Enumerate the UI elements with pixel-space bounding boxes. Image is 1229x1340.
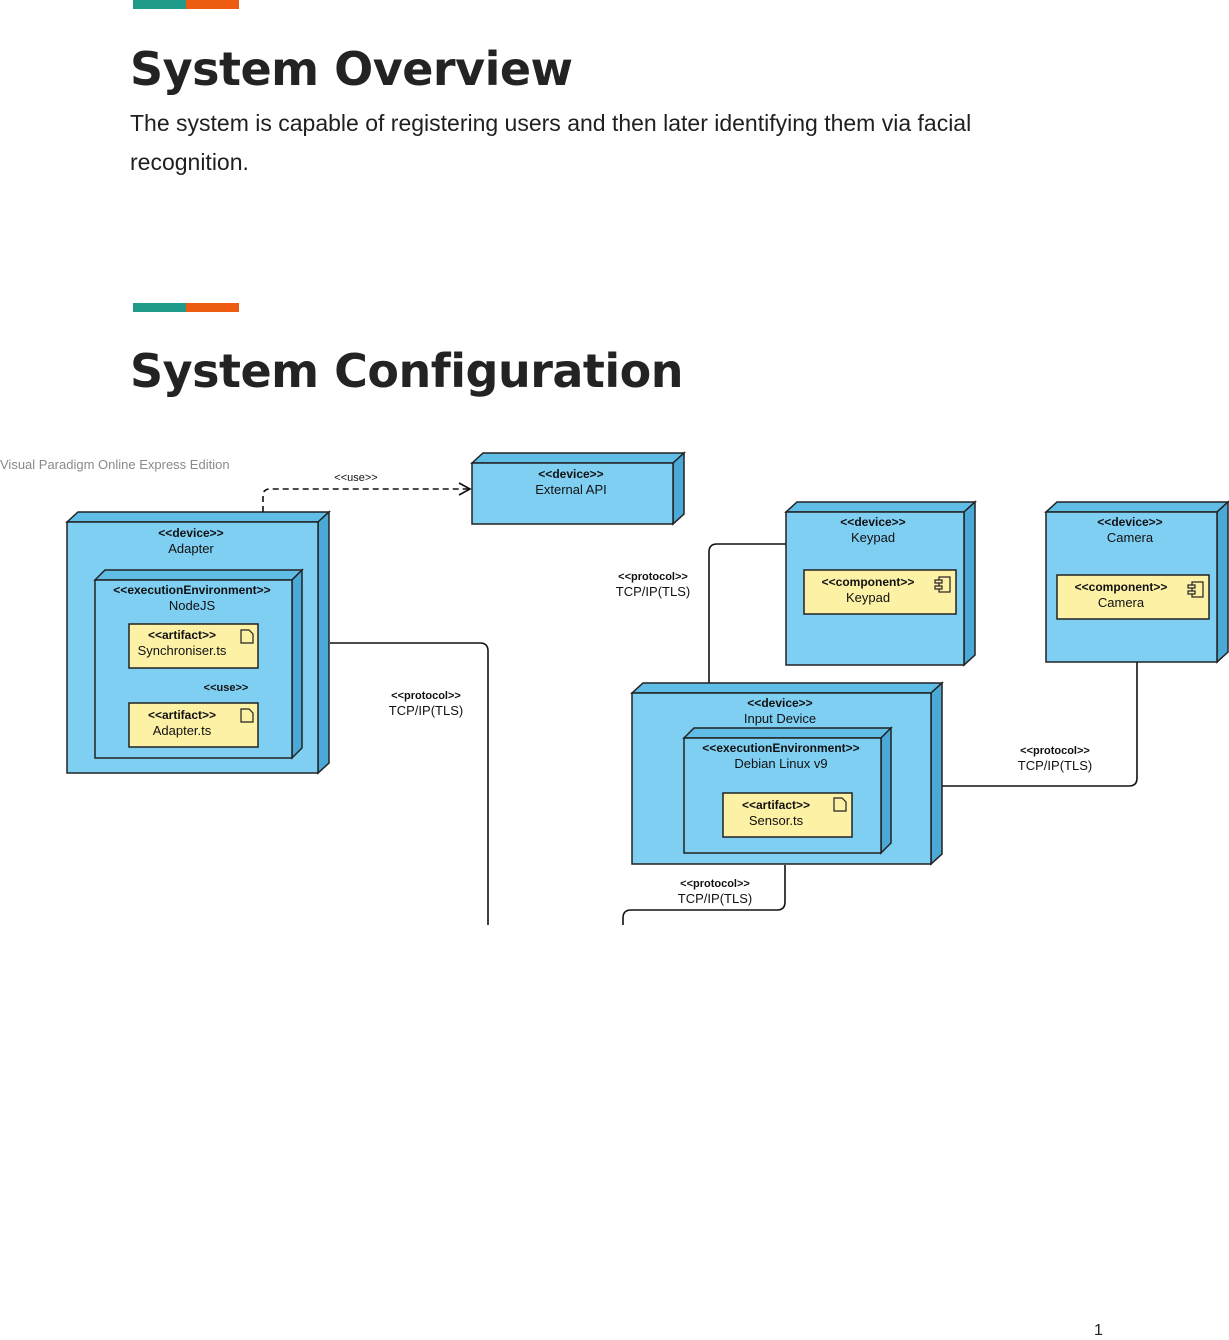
artifact-document-icon <box>240 708 254 723</box>
sensor-stereotype: <<artifact>> <box>742 798 810 812</box>
artifact-document-icon <box>833 797 847 812</box>
accent-teal-segment <box>133 303 186 312</box>
protocol-connector-adapter <box>330 642 489 925</box>
use-label-artifacts: <<use>> <box>204 682 249 694</box>
protocol-label-camera: <<protocol>> TCP/IP(TLS) <box>1018 745 1092 773</box>
protocol-connector-keypad <box>708 543 786 685</box>
protocol-stereotype: <<protocol>> <box>1020 745 1090 757</box>
node-camera[interactable]: <<device>> Camera <<component>> Camera <box>1044 500 1229 664</box>
accent-orange-segment <box>186 0 239 9</box>
protocol-stereotype: <<protocol>> <box>618 571 688 583</box>
keypad-component-stereotype: <<component>> <box>822 575 915 589</box>
external-api-name: External API <box>535 482 607 497</box>
artifact-synchroniser[interactable]: <<artifact>> Synchroniser.ts <box>128 623 259 669</box>
component-icon <box>1187 581 1204 598</box>
node-adapter[interactable]: <<device>> Adapter <<executionEnvironmen… <box>65 510 331 775</box>
keypad-name: Keypad <box>851 530 895 545</box>
adapter-ts-stereotype: <<artifact>> <box>148 708 216 722</box>
synchroniser-stereotype: <<artifact>> <box>148 628 216 642</box>
adapter-stereotype: <<device>> <box>158 526 223 540</box>
use-connector-external-api <box>262 482 472 512</box>
keypad-stereotype: <<device>> <box>840 515 905 529</box>
input-device-stereotype: <<device>> <box>747 696 812 710</box>
accent-teal-segment <box>133 0 186 9</box>
protocol-label-input-bottom: <<protocol>> TCP/IP(TLS) <box>678 878 752 906</box>
overview-title: System Overview <box>130 42 573 96</box>
accent-orange-segment <box>186 303 239 312</box>
external-api-stereotype: <<device>> <box>538 467 603 481</box>
diagram-watermark: Visual Paradigm Online Express Edition <box>0 457 230 472</box>
artifact-document-icon <box>240 629 254 644</box>
component-camera[interactable]: <<component>> Camera <box>1056 574 1210 620</box>
protocol-name: TCP/IP(TLS) <box>1018 758 1092 773</box>
camera-name: Camera <box>1107 530 1154 545</box>
node-keypad[interactable]: <<device>> Keypad <<component>> Keypad <box>784 500 977 667</box>
overview-body: The system is capable of registering use… <box>130 110 972 175</box>
nodejs-stereotype: <<executionEnvironment>> <box>113 583 270 597</box>
protocol-label-adapter: <<protocol>> TCP/IP(TLS) <box>389 690 463 718</box>
protocol-label-keypad: <<protocol>> TCP/IP(TLS) <box>616 571 690 599</box>
debian-stereotype: <<executionEnvironment>> <box>702 741 859 755</box>
protocol-stereotype: <<protocol>> <box>391 690 461 702</box>
camera-component-name: Camera <box>1098 595 1145 610</box>
protocol-name: TCP/IP(TLS) <box>678 891 752 906</box>
env-nodejs[interactable]: <<executionEnvironment>> NodeJS <box>93 568 304 760</box>
component-keypad[interactable]: <<component>> Keypad <box>803 569 957 615</box>
camera-stereotype: <<device>> <box>1097 515 1162 529</box>
protocol-name: TCP/IP(TLS) <box>616 584 690 599</box>
artifact-sensor[interactable]: <<artifact>> Sensor.ts <box>722 792 853 838</box>
page-number: 1 <box>1094 1322 1103 1339</box>
protocol-connector-input-bottom <box>622 865 786 925</box>
nodejs-name: NodeJS <box>169 598 216 613</box>
node-external-api[interactable]: <<device>> External API <box>470 451 686 526</box>
deployment-diagram: Visual Paradigm Online Express Edition <… <box>0 451 1229 925</box>
overview-accent-bar <box>133 0 239 9</box>
adapter-ts-name: Adapter.ts <box>153 723 212 738</box>
camera-component-stereotype: <<component>> <box>1075 580 1168 594</box>
use-label-external-api: <<use>> <box>334 472 377 484</box>
protocol-name: TCP/IP(TLS) <box>389 703 463 718</box>
input-device-name: Input Device <box>744 711 816 726</box>
node-input-device[interactable]: <<device>> Input Device <<executionEnvir… <box>630 681 944 866</box>
keypad-component-name: Keypad <box>846 590 890 605</box>
debian-name: Debian Linux v9 <box>734 756 827 771</box>
artifact-adapter-ts[interactable]: <<artifact>> Adapter.ts <box>128 702 259 748</box>
configuration-accent-bar <box>133 303 239 312</box>
configuration-title: System Configuration <box>130 344 684 398</box>
synchroniser-name: Synchroniser.ts <box>138 643 227 658</box>
protocol-connector-camera <box>942 662 1138 787</box>
sensor-name: Sensor.ts <box>749 813 804 828</box>
component-icon <box>934 576 951 593</box>
protocol-stereotype: <<protocol>> <box>680 878 750 890</box>
adapter-name: Adapter <box>168 541 214 556</box>
